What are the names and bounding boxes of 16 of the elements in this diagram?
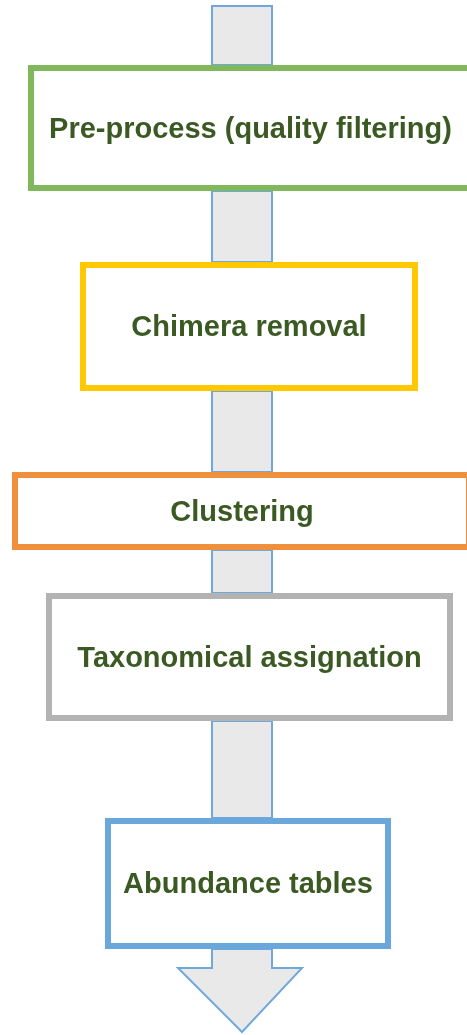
step-label: Pre-process (quality filtering) — [49, 110, 452, 146]
process-box — [46, 593, 453, 721]
process-box — [80, 262, 418, 391]
step-label: Chimera removal — [131, 309, 367, 345]
arrow-shaft — [211, 549, 273, 594]
step-label: Taxonomical assignation — [77, 639, 422, 675]
step-label: Clustering — [170, 493, 314, 529]
arrow-shaft — [211, 5, 273, 66]
process-box — [28, 65, 467, 191]
arrow-shaft — [211, 190, 273, 263]
process-box — [105, 818, 391, 949]
arrow-shaft — [211, 720, 273, 819]
step-label: Abundance tables — [123, 866, 373, 902]
process-box — [12, 472, 467, 550]
flow-arrow — [175, 948, 305, 1034]
arrow-shaft — [211, 390, 273, 473]
